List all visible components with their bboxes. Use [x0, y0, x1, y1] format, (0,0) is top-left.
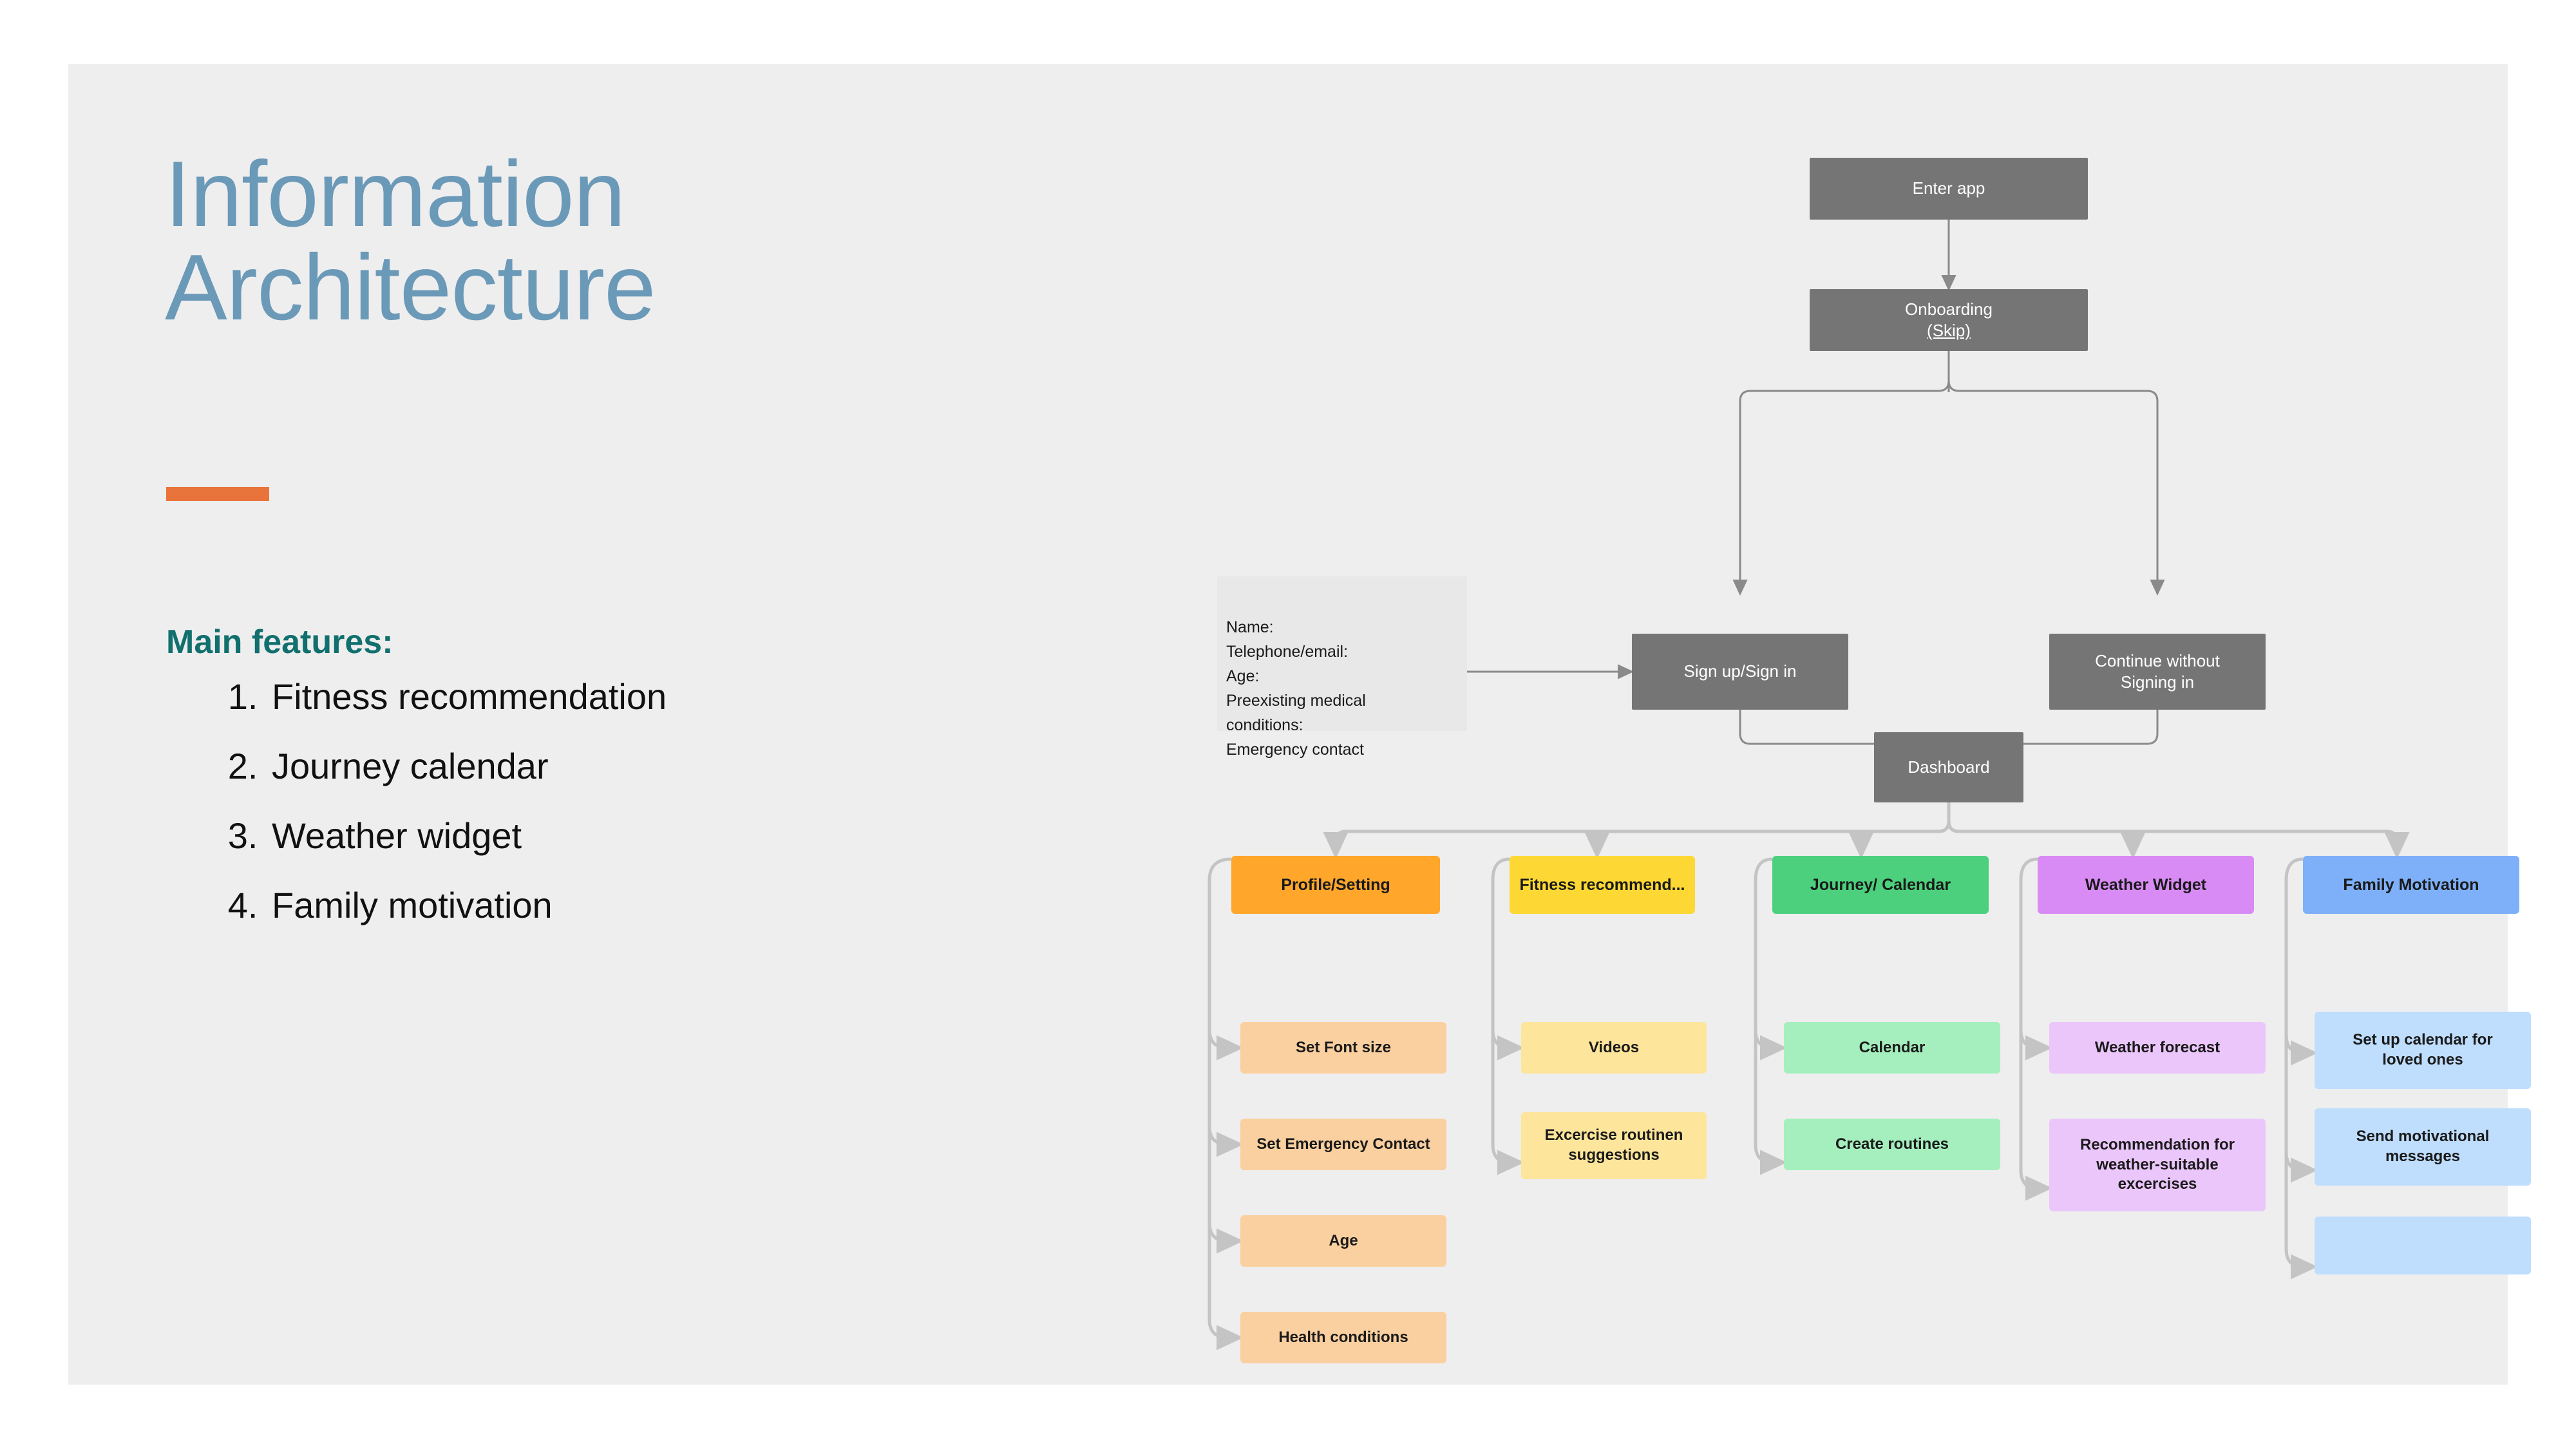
- node-enter-app[interactable]: Enter app: [1810, 158, 2088, 220]
- information-architecture-flowchart: Enter app Onboarding (Skip) Sign up/Sign…: [68, 64, 2531, 1385]
- node-profile-setting[interactable]: Profile/Setting: [1231, 856, 1440, 914]
- node-label: Videos: [1588, 1038, 1640, 1056]
- node-label: Journey/ Calendar: [1810, 876, 1951, 894]
- node-health-conditions[interactable]: Health conditions: [1240, 1312, 1446, 1363]
- node-label: Family Motivation: [2343, 876, 2479, 894]
- title-block: Information Architecture: [165, 147, 1066, 334]
- node-set-up-calendar-for-loved-ones[interactable]: Set up calendar for loved ones: [2315, 1012, 2531, 1089]
- node-label: Fitness recommend...: [1519, 876, 1685, 894]
- node-label: Enter app: [1912, 178, 1985, 198]
- node-videos[interactable]: Videos: [1521, 1022, 1707, 1074]
- accent-bar: [166, 487, 269, 501]
- node-label: Send motivational messages: [2356, 1128, 2490, 1165]
- node-label: Continue without Signing in: [2095, 650, 2220, 692]
- node-weather-widget[interactable]: Weather Widget: [2038, 856, 2254, 914]
- node-label: Recommendation for weather-suitable exce…: [2079, 1135, 2235, 1193]
- node-family-motivation-empty[interactable]: [2315, 1217, 2531, 1274]
- node-label: Set Emergency Contact: [1256, 1135, 1430, 1153]
- node-onboarding[interactable]: Onboarding (Skip): [1810, 289, 2088, 351]
- node-calendar[interactable]: Calendar: [1784, 1022, 2000, 1074]
- node-label: Health conditions: [1278, 1328, 1408, 1346]
- node-fitness-recommendation[interactable]: Fitness recommend...: [1510, 856, 1695, 914]
- node-label: Set Font size: [1295, 1038, 1392, 1056]
- node-dashboard[interactable]: Dashboard: [1874, 732, 2023, 802]
- node-create-routines[interactable]: Create routines: [1784, 1119, 2000, 1170]
- node-sign-up-sign-in[interactable]: Sign up/Sign in: [1632, 634, 1848, 710]
- node-weather-suitable-excercises[interactable]: Recommendation for weather-suitable exce…: [2049, 1119, 2266, 1211]
- list-item: Family motivation: [268, 887, 667, 923]
- node-label: Profile/Setting: [1281, 876, 1390, 894]
- note-text: Name: Telephone/email: Age: Preexisting …: [1226, 618, 1366, 759]
- node-label: Create routines: [1835, 1135, 1949, 1153]
- node-label: Excercise routinen suggestions: [1544, 1126, 1683, 1164]
- node-set-emergency-contact[interactable]: Set Emergency Contact: [1240, 1119, 1446, 1170]
- node-label: Dashboard: [1908, 757, 1990, 777]
- node-label: Calendar: [1859, 1038, 1926, 1056]
- node-family-motivation[interactable]: Family Motivation: [2303, 856, 2519, 914]
- features-heading: Main features:: [166, 623, 393, 661]
- node-label: Sign up/Sign in: [1683, 661, 1797, 681]
- list-item: Journey calendar: [268, 748, 667, 784]
- node-skip-link[interactable]: (Skip): [1927, 320, 1971, 341]
- skip-underline: (Skip): [1927, 321, 1971, 340]
- node-set-font-size[interactable]: Set Font size: [1240, 1022, 1446, 1074]
- features-list: Fitness recommendation Journey calendar …: [216, 679, 667, 957]
- node-journey-calendar[interactable]: Journey/ Calendar: [1772, 856, 1989, 914]
- slide-canvas: Information Architecture Main features: …: [68, 64, 2531, 1385]
- node-label: Set up calendar for loved ones: [2353, 1031, 2493, 1068]
- list-item: Fitness recommendation: [268, 679, 667, 715]
- node-continue-without-signing-in[interactable]: Continue without Signing in: [2049, 634, 2266, 710]
- node-label: Weather forecast: [2094, 1038, 2221, 1056]
- profile-fields-note: Name: Telephone/email: Age: Preexisting …: [1217, 576, 1467, 759]
- node-send-motivational-messages[interactable]: Send motivational messages: [2315, 1108, 2531, 1186]
- node-label: Age: [1329, 1231, 1358, 1249]
- page-title: Information Architecture: [165, 142, 656, 339]
- node-excercise-routinen-suggestions[interactable]: Excercise routinen suggestions: [1521, 1112, 1707, 1179]
- node-label: Onboarding: [1905, 299, 1993, 319]
- node-age[interactable]: Age: [1240, 1215, 1446, 1267]
- node-label: Weather Widget: [2085, 876, 2207, 894]
- node-weather-forecast[interactable]: Weather forecast: [2049, 1022, 2266, 1074]
- list-item: Weather widget: [268, 818, 667, 854]
